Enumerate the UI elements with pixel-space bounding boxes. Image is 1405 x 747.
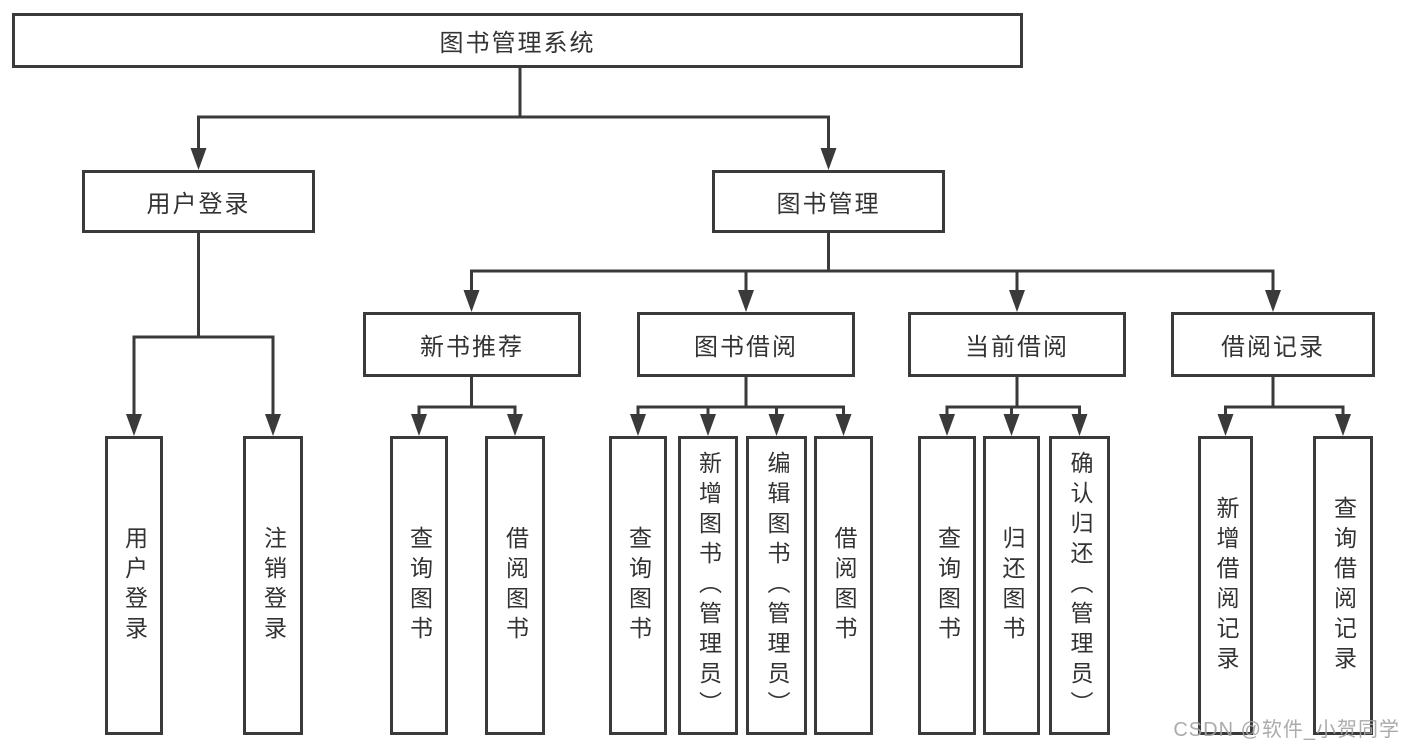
- node-library-system-label: 图书管理系统: [439, 30, 596, 57]
- node-book-management: 图书管理: [712, 170, 945, 233]
- leaf-query-books-current: 查询图书: [918, 436, 976, 735]
- leaf-return-books-label: 归还图书: [999, 525, 1025, 646]
- leaf-query-borrow-record-label: 查询借阅记录: [1330, 495, 1357, 676]
- node-new-book-recommend: 新书推荐: [363, 312, 581, 377]
- leaf-add-book-admin-label: 新增图书（管理员）: [695, 450, 722, 721]
- leaf-query-books-recommend: 查询图书: [390, 436, 448, 735]
- node-book-management-label: 图书管理: [776, 191, 881, 218]
- node-new-book-recommend-label: 新书推荐: [420, 334, 524, 361]
- leaf-edit-book-admin: 编辑图书（管理员）: [746, 436, 807, 735]
- node-book-borrowing-label: 图书借阅: [694, 334, 798, 361]
- leaf-borrow-books-recommend-label: 借阅图书: [502, 525, 529, 646]
- leaf-user-login: 用户登录: [105, 436, 163, 735]
- leaf-borrow-books-borrowing: 借阅图书: [814, 436, 873, 735]
- leaf-logout-label: 注销登录: [260, 525, 287, 646]
- node-current-borrowing-label: 当前借阅: [965, 334, 1069, 361]
- leaf-add-book-admin: 新增图书（管理员）: [678, 436, 738, 735]
- leaf-return-books: 归还图书: [983, 436, 1040, 735]
- leaf-confirm-return-admin: 确认归还（管理员）: [1049, 436, 1110, 735]
- leaf-borrow-books-recommend: 借阅图书: [485, 436, 545, 735]
- leaf-borrow-books-borrowing-label: 借阅图书: [831, 525, 857, 646]
- node-user-login: 用户登录: [82, 170, 315, 233]
- node-borrowing-records: 借阅记录: [1171, 312, 1375, 377]
- node-book-borrowing: 图书借阅: [637, 312, 855, 377]
- csdn-watermark: CSDN @软件_小贺同学: [1173, 719, 1400, 741]
- leaf-confirm-return-admin-label: 确认归还（管理员）: [1067, 450, 1093, 721]
- leaf-query-books-current-label: 查询图书: [934, 525, 961, 646]
- leaf-add-borrow-record-label: 新增借阅记录: [1213, 495, 1239, 676]
- leaf-edit-book-admin-label: 编辑图书（管理员）: [764, 450, 790, 721]
- leaf-logout: 注销登录: [243, 436, 303, 735]
- node-user-login-label: 用户登录: [146, 191, 251, 218]
- node-current-borrowing: 当前借阅: [908, 312, 1126, 377]
- leaf-query-books-recommend-label: 查询图书: [406, 525, 433, 646]
- leaf-query-books-borrowing: 查询图书: [609, 436, 667, 735]
- leaf-user-login-label: 用户登录: [121, 525, 148, 646]
- leaf-add-borrow-record: 新增借阅记录: [1198, 436, 1253, 735]
- leaf-query-books-borrowing-label: 查询图书: [625, 525, 652, 646]
- node-library-system: 图书管理系统: [12, 13, 1023, 68]
- node-borrowing-records-label: 借阅记录: [1221, 334, 1325, 361]
- leaf-query-borrow-record: 查询借阅记录: [1313, 436, 1373, 735]
